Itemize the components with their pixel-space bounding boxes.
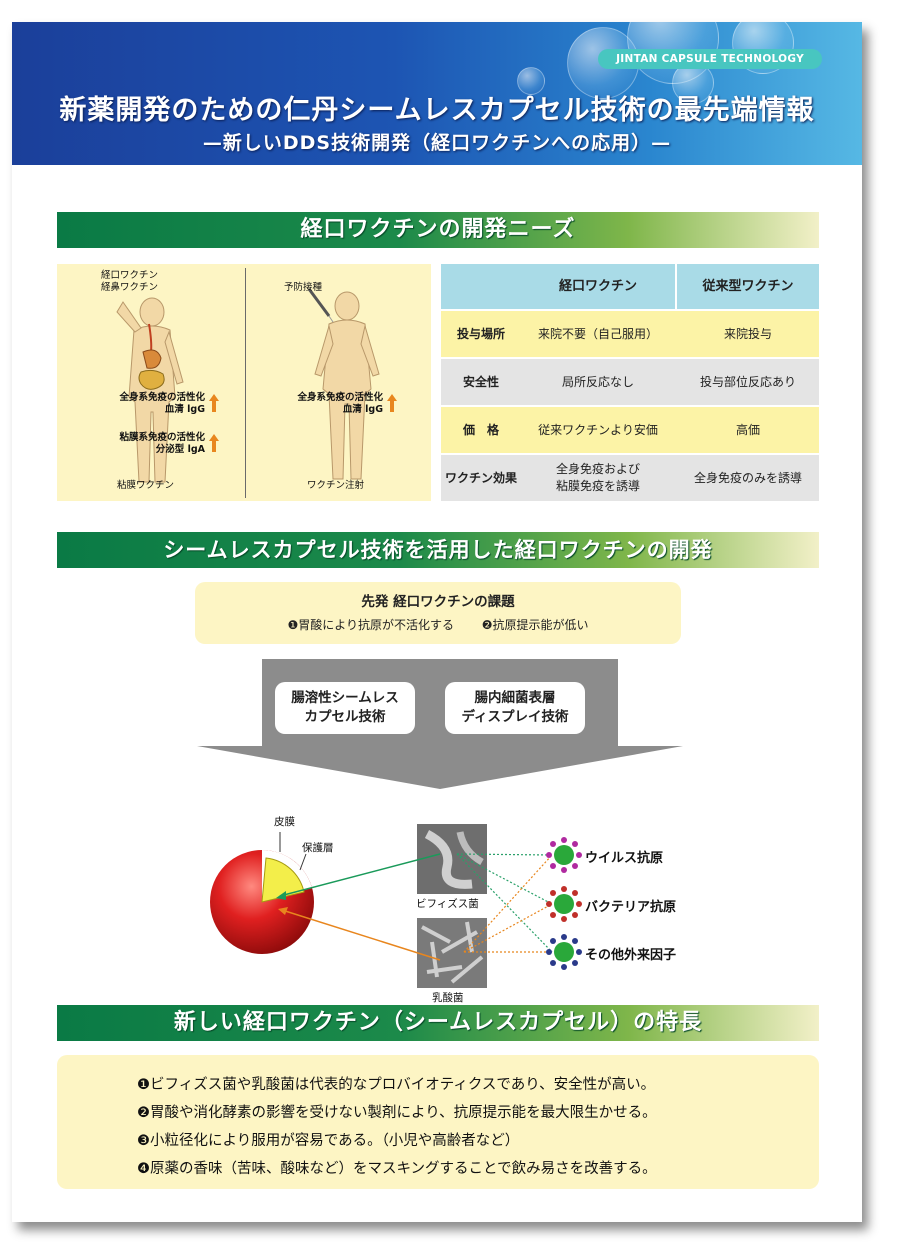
table-header-row bbox=[441, 264, 819, 309]
figure-divider bbox=[245, 268, 246, 498]
comparison-table: 経口ワクチン 従来型ワクチン 投与場所 来院不要（自己服用） 来院投与 安全性 … bbox=[441, 264, 819, 501]
challenge-items: ❶胃酸により抗原が不活化する ❷抗原提示能が低い bbox=[195, 616, 681, 633]
brochure-page: JINTAN CAPSULE TECHNOLOGY 新薬開発のための仁丹シームレ… bbox=[12, 22, 862, 1222]
oral-cell: 来院不要（自己服用） bbox=[537, 326, 658, 341]
decorative-bubble bbox=[517, 67, 545, 95]
feature-item: ❸小粒径化により服用が容易である。（小児や高齢者など） bbox=[137, 1133, 520, 1149]
bacteria-antigen-icon bbox=[546, 886, 582, 922]
increase-arrow-icon bbox=[387, 394, 397, 412]
protective-layer-label: 保護層 bbox=[302, 842, 334, 854]
oral-cell: 全身免疫および 粘膜免疫を誘導 bbox=[555, 462, 640, 493]
tech-surface-display: 腸内細菌表層 ディスプレイ技術 bbox=[445, 682, 585, 734]
systemic-immunity-label: 全身系免疫の活性化 bbox=[119, 392, 205, 403]
table-row bbox=[441, 407, 819, 453]
row-label: ワクチン効果 bbox=[444, 470, 517, 485]
other-factor-label: その他外来因子 bbox=[585, 948, 677, 963]
table-row bbox=[441, 311, 819, 357]
bifidobacterium-label: ビフィズス菌 bbox=[416, 898, 479, 910]
capsule-skin-label: 皮膜 bbox=[274, 816, 295, 828]
virus-antigen-label: ウイルス抗原 bbox=[585, 851, 664, 866]
conventional-cell: 高価 bbox=[735, 422, 760, 437]
row-label: 価 格 bbox=[462, 422, 499, 437]
oral-cell: 局所反応なし bbox=[561, 374, 634, 389]
page-title: 新薬開発のための仁丹シームレスカプセル技術の最先端情報 bbox=[59, 95, 815, 126]
route-label-oral: 経口ワクチン bbox=[101, 270, 159, 281]
body-figure-mucosal bbox=[116, 297, 184, 483]
body-figure-injection bbox=[307, 288, 380, 480]
virus-antigen-icon bbox=[546, 837, 582, 873]
row-label: 安全性 bbox=[462, 374, 499, 389]
diagram-graphics bbox=[210, 824, 582, 988]
injection-label: 予防接種 bbox=[284, 282, 323, 293]
challenge-title: 先発 経口ワクチンの課題 bbox=[361, 594, 515, 610]
tech-enteric-capsule: 腸溶性シームレス カプセル技術 bbox=[275, 682, 415, 734]
conventional-cell: 全身免疫のみを誘導 bbox=[693, 470, 802, 485]
table-header-conventional: 従来型ワクチン bbox=[702, 279, 794, 294]
secretory-iga-label: 分泌型 lgA bbox=[155, 444, 205, 455]
challenge-item: ❷抗原提示能が低い bbox=[481, 618, 589, 632]
table-row bbox=[441, 455, 819, 501]
header-banner: JINTAN CAPSULE TECHNOLOGY 新薬開発のための仁丹シームレ… bbox=[12, 22, 862, 165]
down-arrow-shape bbox=[197, 659, 683, 789]
serum-igg-label-right: 血清 lgG bbox=[342, 404, 383, 415]
feature-item: ❷胃酸や消化酵素の影響を受けない製剤により、抗原提示能を最大限生かせる。 bbox=[137, 1105, 657, 1121]
serum-igg-label: 血清 lgG bbox=[164, 404, 205, 415]
route-label-nasal: 経鼻ワクチン bbox=[101, 282, 159, 293]
mucosal-vaccine-caption: 粘膜ワクチン bbox=[117, 480, 175, 491]
conventional-cell: 投与部位反応あり bbox=[699, 374, 796, 389]
section-title-features: 新しい経口ワクチン（シームレスカプセル）の特長 bbox=[57, 1005, 819, 1041]
tagline-badge: JINTAN CAPSULE TECHNOLOGY bbox=[598, 49, 822, 69]
capsule-bacteria-diagram: 皮膜 保護層 ビフィズス菌 乳酸菌 ウイルス抗原 バクテリア抗原 その他外来因子 bbox=[202, 792, 722, 1004]
oral-cell: 従来ワクチンより安価 bbox=[538, 422, 658, 437]
row-label: 投与場所 bbox=[456, 326, 505, 341]
feature-item: ❶ビフィズス菌や乳酸菌は代表的なプロバイオティクスであり、安全性が高い。 bbox=[137, 1077, 656, 1093]
injection-vaccine-caption: ワクチン注射 bbox=[307, 480, 365, 491]
section-title-needs: 経口ワクチンの開発ニーズ bbox=[57, 212, 819, 248]
conventional-cell: 来院投与 bbox=[723, 326, 772, 341]
table-row bbox=[441, 359, 819, 405]
increase-arrow-icon bbox=[209, 434, 219, 452]
section-title-development: シームレスカプセル技術を活用した経口ワクチンの開発 bbox=[57, 532, 819, 568]
decorative-bubble bbox=[672, 62, 714, 104]
vaccine-comparison-figure: 経口ワクチン 経鼻ワクチン 全身系免疫の活性化 血清 lgG 粘膜系免疫の活性化… bbox=[57, 264, 431, 501]
challenge-box: 先発 経口ワクチンの課題 ❶胃酸により抗原が不活化する ❷抗原提示能が低い bbox=[195, 582, 681, 644]
challenge-item: ❶胃酸により抗原が不活化する bbox=[287, 618, 454, 632]
systemic-immunity-label-right: 全身系免疫の活性化 bbox=[297, 392, 383, 403]
table-header-oral: 経口ワクチン bbox=[558, 279, 637, 294]
increase-arrow-icon bbox=[209, 394, 219, 412]
page-subtitle: —新しいDDS技術開発（経口ワクチンへの応用）— bbox=[202, 132, 672, 154]
feature-item: ❹原薬の香味（苦味、酸味など）をマスキングすることで飲み易さを改善する。 bbox=[137, 1161, 657, 1177]
features-box: ❶ビフィズス菌や乳酸菌は代表的なプロバイオティクスであり、安全性が高い。 ❷胃酸… bbox=[57, 1055, 819, 1189]
mucosal-immunity-label: 粘膜系免疫の活性化 bbox=[119, 432, 205, 443]
lactobacillus-label: 乳酸菌 bbox=[432, 992, 464, 1004]
other-factor-icon bbox=[546, 934, 582, 970]
bacteria-antigen-label: バクテリア抗原 bbox=[585, 900, 677, 915]
